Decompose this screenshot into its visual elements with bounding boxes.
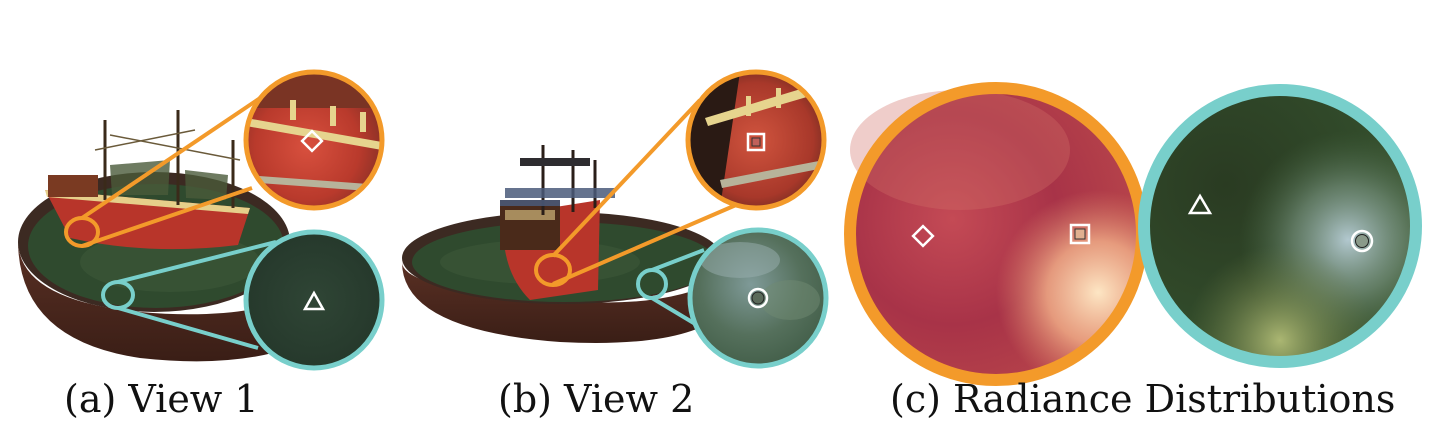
caption-a: (a) View 1	[64, 377, 259, 421]
diamond-marker-radiance	[911, 224, 935, 248]
square-marker	[746, 132, 766, 152]
radiance-orange	[844, 82, 1148, 386]
zoom-view2-hull	[685, 69, 827, 211]
triangle-marker	[302, 290, 326, 311]
ship-a	[45, 110, 250, 250]
triangle-marker-radiance	[1187, 193, 1213, 215]
radiance-teal	[1138, 84, 1422, 368]
ship-b	[500, 145, 615, 300]
panel-b: (b) View 2	[402, 69, 829, 421]
zoom-view2-water	[687, 227, 829, 369]
square-marker-radiance	[1069, 223, 1091, 245]
caption-c: (c) Radiance Distributions	[890, 377, 1395, 421]
zoom-view1-water	[243, 229, 385, 371]
circle-marker	[747, 287, 769, 309]
circle-marker-radiance	[1350, 229, 1374, 253]
panel-c: (c) Radiance Distributions	[844, 82, 1422, 421]
zoom-view1-hull	[243, 69, 385, 211]
caption-b: (b) View 2	[498, 377, 694, 421]
diamond-marker	[300, 129, 324, 153]
panel-a: (a) View 1	[18, 69, 385, 421]
